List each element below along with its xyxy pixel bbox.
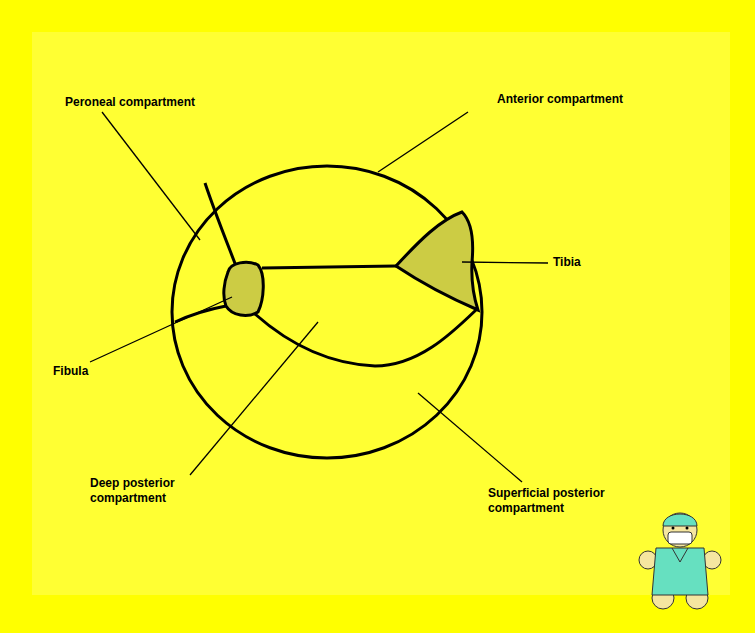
part-label: Superficial posterior compartment [488, 486, 638, 516]
part-label: Deep posterior compartment [90, 476, 190, 506]
part-label: Tibia [553, 255, 581, 270]
leader-line [190, 322, 318, 475]
leader-line [378, 112, 468, 172]
inner-panel [32, 32, 730, 595]
leader-line [90, 297, 232, 362]
interosseous-membrane [262, 266, 396, 268]
surgeon-bear-icon [639, 513, 721, 609]
peroneal-septum [205, 183, 236, 266]
part-label: Fibula [53, 364, 88, 379]
leader-line [462, 262, 548, 263]
leader-line [418, 393, 522, 482]
part-label: Anterior compartment [497, 92, 623, 107]
leg-outline [172, 166, 482, 458]
fibula-bone [224, 262, 263, 315]
tibia-bone [396, 212, 478, 310]
part-label: Peroneal compartment [65, 95, 195, 110]
leader-line [102, 112, 200, 240]
